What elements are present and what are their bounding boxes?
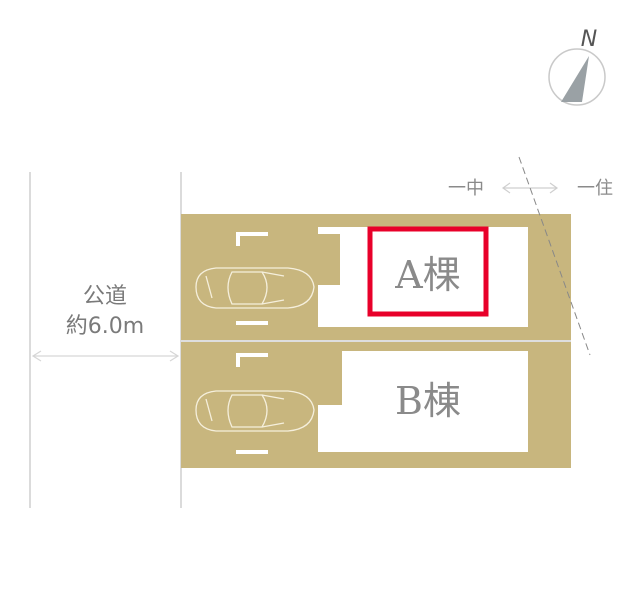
double-arrow-icon (501, 182, 559, 194)
road-name: 公道 (83, 284, 127, 309)
compass-needle (561, 56, 589, 102)
road-width: 約6.0m (66, 314, 144, 339)
car-icon (195, 267, 315, 309)
road-width-arrow-icon (31, 350, 180, 362)
building-b-footprint (318, 351, 528, 452)
car-icon (195, 390, 315, 432)
parking-markers-a (236, 232, 268, 325)
zoning-boundary-line (518, 156, 591, 356)
building-a-highlight[interactable] (367, 226, 489, 317)
north-arrow-icon: N (548, 27, 606, 106)
building-b-label: B棟 (395, 379, 461, 423)
compass-label: N (581, 27, 597, 52)
building-a-label: A棵 (394, 253, 460, 297)
zoning-right: 一住 (577, 178, 613, 199)
zoning-left: 一中 (448, 178, 484, 199)
parking-markers-b (236, 353, 268, 454)
